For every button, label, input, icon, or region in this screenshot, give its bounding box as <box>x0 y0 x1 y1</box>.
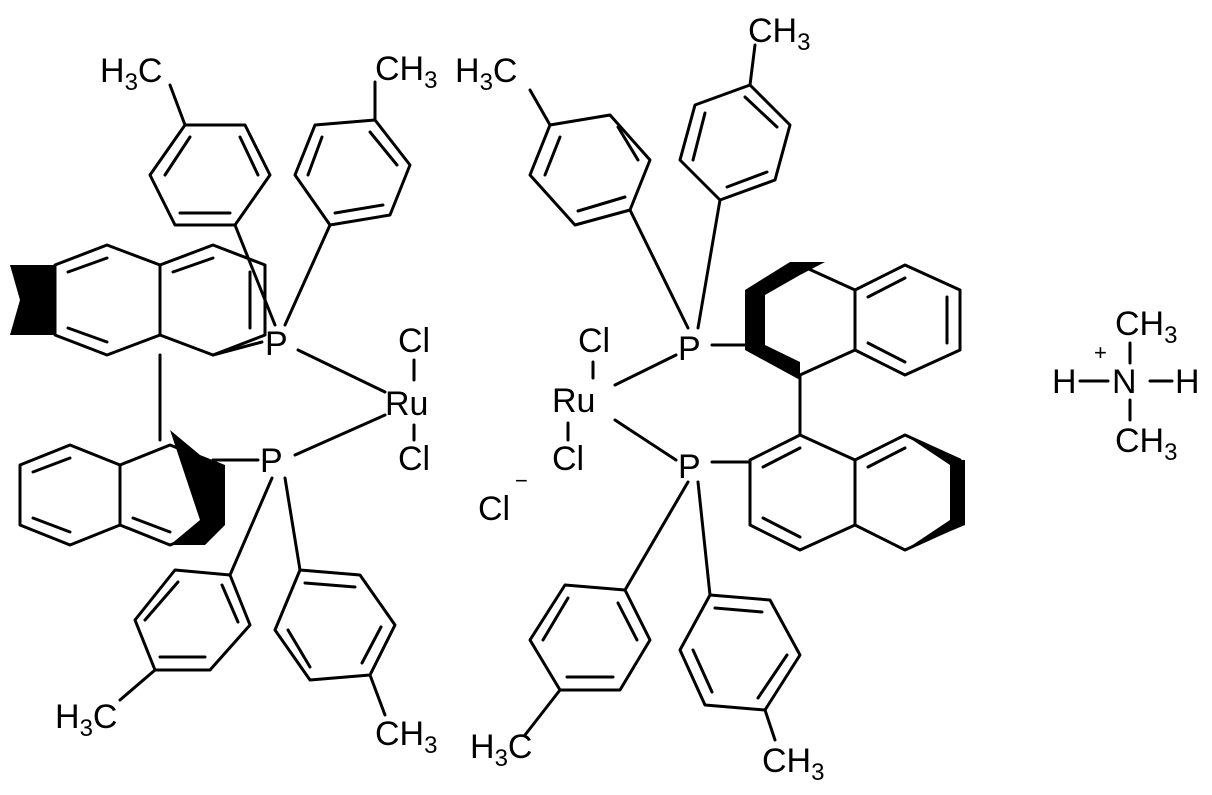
hydrogen-label: H <box>1175 363 1200 401</box>
chlorine-label: Cl <box>552 440 584 478</box>
right-lower-naphthalene <box>748 433 965 552</box>
left-tolyl-ring-4 <box>273 476 397 717</box>
wedge-bond <box>905 435 965 550</box>
positive-charge: + <box>1094 340 1107 365</box>
right-ruthenium-complex: P P Ru Cl Cl <box>455 12 965 786</box>
phosphorus-label: P <box>265 325 288 363</box>
chlorine-label: Cl <box>398 440 430 478</box>
phosphorus-label: P <box>678 448 701 486</box>
chloride-anion: Cl − <box>478 468 528 528</box>
right-tolyl-ring-4 <box>678 480 802 742</box>
left-tolyl-ring-1 <box>148 83 277 327</box>
chlorine-label: Cl <box>578 322 610 360</box>
negative-charge: − <box>515 468 528 493</box>
left-ruthenium-complex: P P Ru Cl Cl <box>10 50 437 759</box>
right-upper-naphthalene <box>745 262 962 380</box>
wedge-bond <box>170 430 225 545</box>
methyl-label: H3C <box>55 698 117 742</box>
methyl-label: H3C <box>455 52 517 96</box>
wedge-bond <box>10 265 55 335</box>
wedge-bond <box>745 262 825 380</box>
hydrogen-label: H <box>1052 363 1077 401</box>
methyl-label: H3C <box>470 728 532 772</box>
methyl-label: CH3 <box>1115 305 1177 349</box>
methyl-label: CH3 <box>748 12 810 56</box>
nitrogen-label: N <box>1112 363 1137 401</box>
left-tolyl-ring-2 <box>283 80 412 327</box>
ruthenium-label: Ru <box>552 382 595 420</box>
methyl-label: CH3 <box>1115 422 1177 466</box>
left-upper-naphthalene <box>10 243 267 357</box>
right-tolyl-ring-2 <box>678 43 792 330</box>
methyl-label: CH3 <box>375 715 437 759</box>
right-tolyl-ring-1 <box>528 88 690 330</box>
left-tolyl-ring-3 <box>118 476 274 702</box>
dimethylammonium-cation: CH3 + H N H CH3 <box>1052 305 1200 466</box>
methyl-label: CH3 <box>375 50 437 94</box>
phosphorus-label: P <box>260 442 283 480</box>
methyl-label: CH3 <box>762 742 824 786</box>
chlorine-label: Cl <box>398 322 430 360</box>
ruthenium-label: Ru <box>385 385 428 423</box>
right-tolyl-ring-3 <box>523 480 690 737</box>
chloride-label: Cl <box>478 490 510 528</box>
methyl-label: H3C <box>100 52 162 96</box>
left-lower-naphthalene <box>18 430 225 547</box>
phosphorus-label: P <box>678 330 701 368</box>
